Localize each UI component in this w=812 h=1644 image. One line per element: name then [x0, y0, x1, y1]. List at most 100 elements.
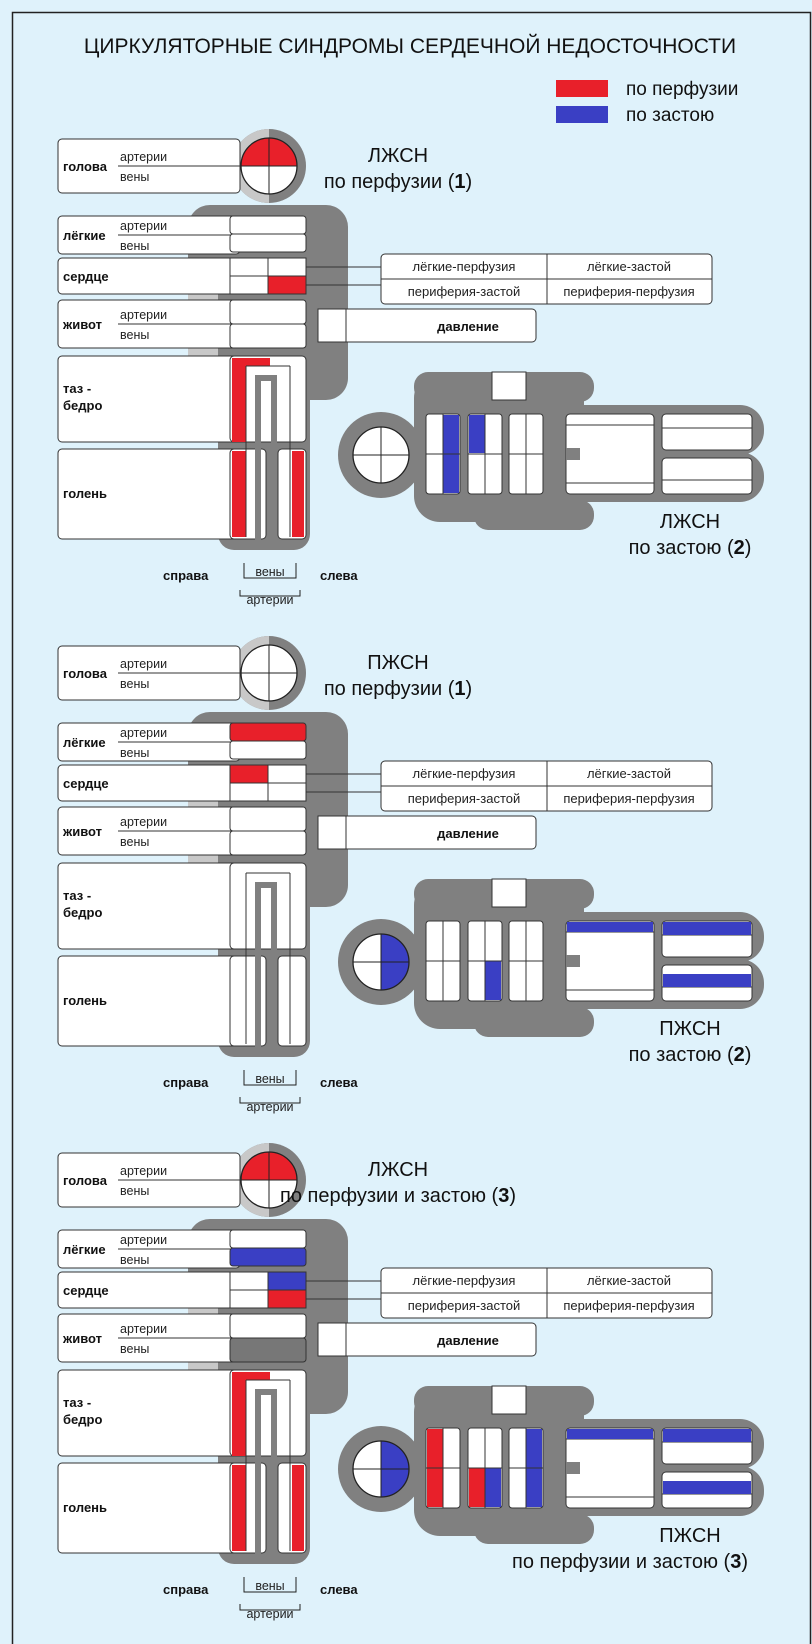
heart-cell — [268, 258, 306, 276]
front-subtitle: по перфузии (1) — [324, 171, 472, 193]
shin-label: голень — [63, 486, 107, 501]
lungs-arteries: артерии — [120, 726, 167, 740]
heart-cell — [268, 1290, 306, 1308]
pelvis-right-artery-red — [232, 1372, 246, 1456]
label-right: справа — [163, 1075, 209, 1090]
label-arteries: артерии — [246, 1607, 293, 1621]
lungs-veins-cell — [230, 741, 306, 759]
legend-swatch-congestion — [556, 106, 608, 123]
abdomen-arteries: артерии — [120, 308, 167, 322]
shin-left-cell — [278, 956, 306, 1046]
table-cell: периферия-перфузия — [563, 284, 694, 299]
pressure-label: давление — [437, 826, 499, 841]
legend-label-perfusion: по перфузии — [626, 79, 738, 100]
heart-cell — [230, 1290, 268, 1308]
side-arm-lower — [474, 1007, 594, 1037]
table-cell: периферия-застой — [408, 791, 521, 806]
head-veins: вены — [120, 170, 149, 184]
lungs-arteries: артерии — [120, 1233, 167, 1247]
side-tube-blue — [567, 922, 653, 932]
table-cell: лёгкие-перфузия — [413, 259, 516, 274]
heart-cell — [268, 783, 306, 801]
side-tube-blue — [663, 922, 751, 935]
head-label: голова — [63, 666, 108, 681]
pelvis-label-1: таз - — [63, 1395, 91, 1410]
side-tube-blue — [663, 1429, 751, 1442]
abdomen-veins: вены — [120, 835, 149, 849]
heart-label: сердце — [63, 1283, 109, 1298]
head-label: голова — [63, 159, 108, 174]
label-left: слева — [320, 568, 358, 583]
abdomen-veins: вены — [120, 1342, 149, 1356]
table-cell: периферия-перфузия — [563, 1298, 694, 1313]
abdomen-arteries-cell — [230, 300, 306, 324]
page-title: ЦИРКУЛЯТОРНЫЕ СИНДРОМЫ СЕРДЕЧНОЙ НЕДОСТО… — [84, 34, 736, 58]
pressure-box — [318, 309, 536, 342]
front-subtitle: по перфузии (1) — [324, 678, 472, 700]
side-pelvis-channel — [566, 1462, 580, 1474]
table-cell: лёгкие-застой — [587, 1273, 671, 1288]
side-tube-blue — [567, 1429, 653, 1439]
pelvis-label-1: таз - — [63, 381, 91, 396]
label-veins: вены — [255, 1072, 284, 1086]
abdomen-arteries-cell — [230, 807, 306, 831]
side-column-fill — [485, 961, 501, 1000]
head-veins: вены — [120, 1184, 149, 1198]
lungs-veins-cell — [230, 234, 306, 252]
lungs-veins-cell — [230, 1248, 306, 1266]
table-cell: лёгкие-перфузия — [413, 766, 516, 781]
pelvis-label-1: таз - — [63, 888, 91, 903]
side-subtitle: по перфузии и застою (3) — [512, 1551, 748, 1573]
pelvis-label-2: бедро — [63, 1412, 102, 1427]
side-title: ПЖСН — [659, 1525, 721, 1547]
lungs-arteries-cell — [230, 216, 306, 234]
pelvis-label-2: бедро — [63, 905, 102, 920]
shin-label: голень — [63, 1500, 107, 1515]
side-title: ПЖСН — [659, 1018, 721, 1040]
front-title: ПЖСН — [367, 652, 429, 674]
head-arteries: артерии — [120, 657, 167, 671]
pressure-square — [318, 309, 346, 342]
side-tube-blue — [663, 1481, 751, 1494]
shin-right-artery-red — [232, 451, 246, 537]
legend-swatch-perfusion — [556, 80, 608, 97]
pelvis-cell — [230, 863, 306, 949]
pressure-box — [318, 816, 536, 849]
pelvis-label-2: бедро — [63, 398, 102, 413]
side-pressure-square — [492, 879, 526, 907]
label-veins: вены — [255, 1579, 284, 1593]
heart-label: сердце — [63, 269, 109, 284]
heart-cell — [230, 783, 268, 801]
side-pelvis-channel — [566, 448, 580, 460]
head-arteries: артерии — [120, 1164, 167, 1178]
lungs-arteries: артерии — [120, 219, 167, 233]
shin-label: голень — [63, 993, 107, 1008]
lungs-arteries-cell — [230, 723, 306, 741]
side-tube-blue — [663, 974, 751, 987]
pelvis-right-artery-red — [232, 358, 246, 442]
lungs-veins: вены — [120, 746, 149, 760]
front-subtitle: по перфузии и застою (3) — [280, 1185, 516, 1207]
side-column-fill — [469, 415, 485, 453]
pelvis-top-artery-red — [246, 358, 270, 366]
legend-label-congestion: по застою — [626, 105, 714, 126]
pelvis-top-artery-red — [246, 1372, 270, 1380]
heart-cell — [230, 765, 268, 783]
abdomen-label: живот — [62, 1331, 102, 1346]
abdomen-label: живот — [62, 824, 102, 839]
table-cell: периферия-перфузия — [563, 791, 694, 806]
side-subtitle: по застою (2) — [629, 1044, 752, 1066]
lungs-label: лёгкие — [63, 735, 106, 750]
abdomen-arteries: артерии — [120, 815, 167, 829]
label-arteries: артерии — [246, 593, 293, 607]
side-arm-lower — [474, 500, 594, 530]
heart-cell — [268, 1272, 306, 1290]
shin-left-artery-red — [292, 1465, 304, 1551]
label-veins: вены — [255, 565, 284, 579]
front-title: ЛЖСН — [368, 1159, 428, 1181]
table-cell: лёгкие-застой — [587, 259, 671, 274]
heart-cell — [230, 1272, 268, 1290]
lungs-arteries-cell — [230, 1230, 306, 1248]
pressure-square — [318, 1323, 346, 1356]
